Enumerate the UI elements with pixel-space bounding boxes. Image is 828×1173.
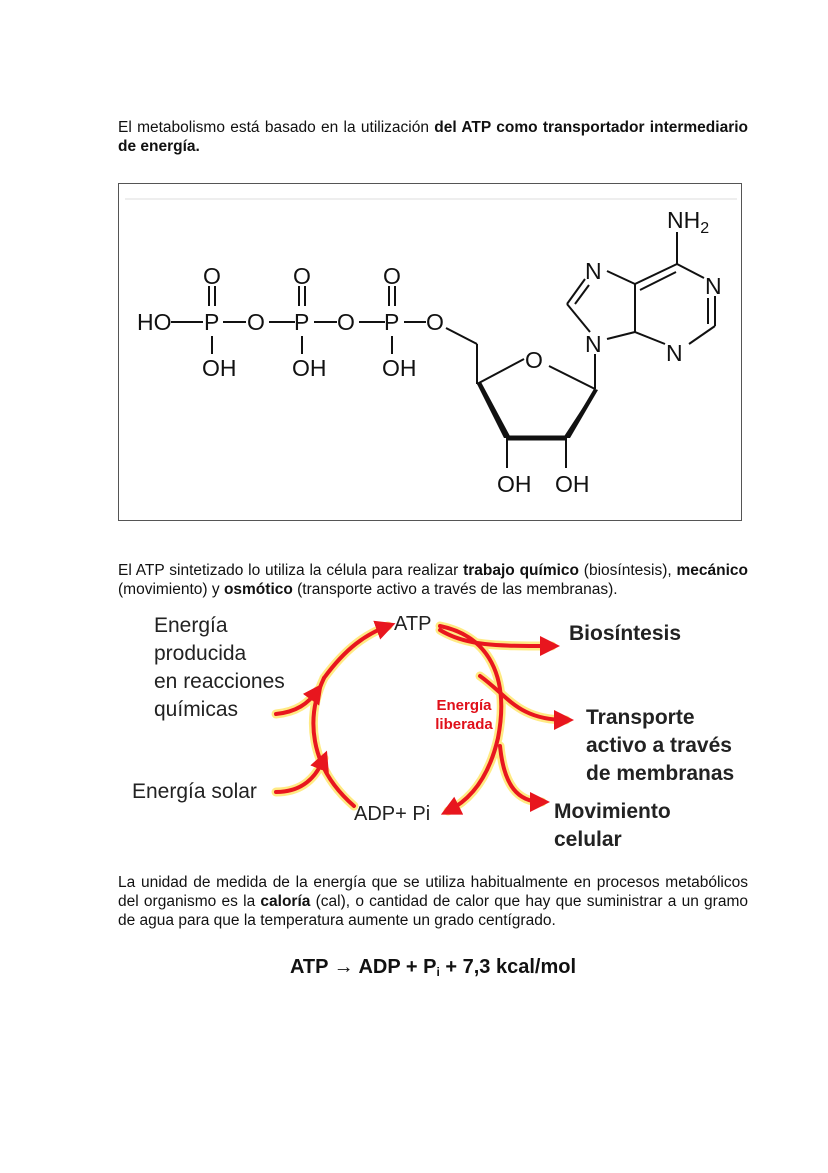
energy-released-label: Energía liberada [424, 696, 504, 734]
adenine-n7: N [585, 258, 602, 284]
atp-label: ATP [394, 613, 432, 635]
cycle-arrows-svg [271, 620, 574, 816]
energy-chemical-line-2: producida [154, 642, 247, 665]
atp-cycle-diagram: Energía producida en reacciones químicas… [118, 606, 758, 862]
usage-text-c: (movimiento) y [118, 581, 224, 598]
usage-text-a: El ATP sintetizado lo utiliza la célula … [118, 562, 464, 579]
equation-subscript: i [436, 965, 440, 979]
energy-released-line-2: liberada [435, 716, 493, 733]
adp-pi-label: ADP+ Pi [354, 803, 431, 825]
transport-label: Transporte activo a través de membranas [586, 704, 734, 788]
calorie-paragraph: La unidad de medida de la energía que se… [118, 873, 748, 930]
bridge-oxygen-3: O [426, 309, 444, 335]
usage-text-d: (transporte activo a través de las membr… [292, 581, 618, 598]
phosphate2-oh: OH [292, 355, 327, 381]
bridge-oxygen-1: O [247, 309, 265, 335]
adenine-n9: N [585, 331, 602, 357]
atp-structure-figure: HO O O O P P P O O O OH OH OH O OH OH N … [118, 183, 742, 521]
movement-label: Movimiento celular [554, 798, 671, 854]
intro-paragraph: El metabolismo está basado en la utiliza… [118, 118, 748, 156]
phosphate2-oxygen: O [293, 263, 311, 289]
adenine-n3: N [666, 340, 683, 366]
energy-solar-label: Energía solar [132, 780, 257, 803]
transport-line-2: activo a través [586, 734, 732, 757]
calorie-bold: caloría [260, 893, 311, 910]
equation-left: ATP → ADP + P [289, 956, 437, 978]
movement-line-1: Movimiento [554, 800, 671, 823]
usage-bold-mechanical: mecánico [676, 562, 748, 579]
usage-bold-chemical: trabajo químico [463, 562, 579, 579]
phosphorus1: P [204, 309, 219, 335]
adenine-amine: NH2 [667, 207, 709, 237]
phosphate3-oxygen: O [383, 263, 401, 289]
adenine-n1: N [705, 273, 722, 299]
calorie-text-b: (cal), o cantidad de calor que hay que s… [118, 893, 748, 929]
phosphate1-oxygen: O [203, 263, 221, 289]
phosphate1-oh: OH [202, 355, 237, 381]
ho-label: HO [137, 309, 172, 335]
transport-line-1: Transporte [586, 706, 695, 729]
usage-text-b: (biosíntesis), [579, 562, 677, 579]
energy-chemical-label: Energía producida en reacciones químicas [154, 612, 285, 724]
ribose-oh-left: OH [497, 471, 532, 497]
transport-line-3: de membranas [586, 762, 735, 785]
atp-structure-svg: HO O O O P P P O O O OH OH OH O OH OH N … [125, 198, 737, 497]
ribose-ring-oxygen: O [525, 347, 543, 373]
intro-bold-text: del ATP como transportador intermediario… [118, 119, 749, 155]
equation-right: + 7,3 kcal/mol [439, 956, 577, 978]
ribose-oh-right: OH [555, 471, 590, 497]
phosphate3-oh: OH [382, 355, 417, 381]
bridge-oxygen-2: O [337, 309, 355, 335]
usage-bold-osmotic: osmótico [223, 581, 293, 598]
energy-chemical-line-4: químicas [154, 698, 239, 721]
calorie-text-a: La unidad de medida de la energía que se… [118, 874, 748, 910]
atp-hydrolysis-equation: ATP → ADP + Pi + 7,3 kcal/mol [118, 956, 748, 979]
energy-chemical-line-3: en reacciones [154, 670, 285, 693]
usage-paragraph: El ATP sintetizado lo utiliza la célula … [118, 561, 748, 599]
phosphorus3: P [384, 309, 399, 335]
energy-chemical-line-1: Energía [154, 614, 228, 637]
movement-line-2: celular [554, 828, 622, 851]
intro-text: El metabolismo está basado en la utiliza… [118, 119, 435, 136]
energy-released-line-1: Energía [436, 697, 492, 714]
phosphorus2: P [294, 309, 309, 335]
biosynthesis-label: Biosíntesis [569, 622, 682, 645]
